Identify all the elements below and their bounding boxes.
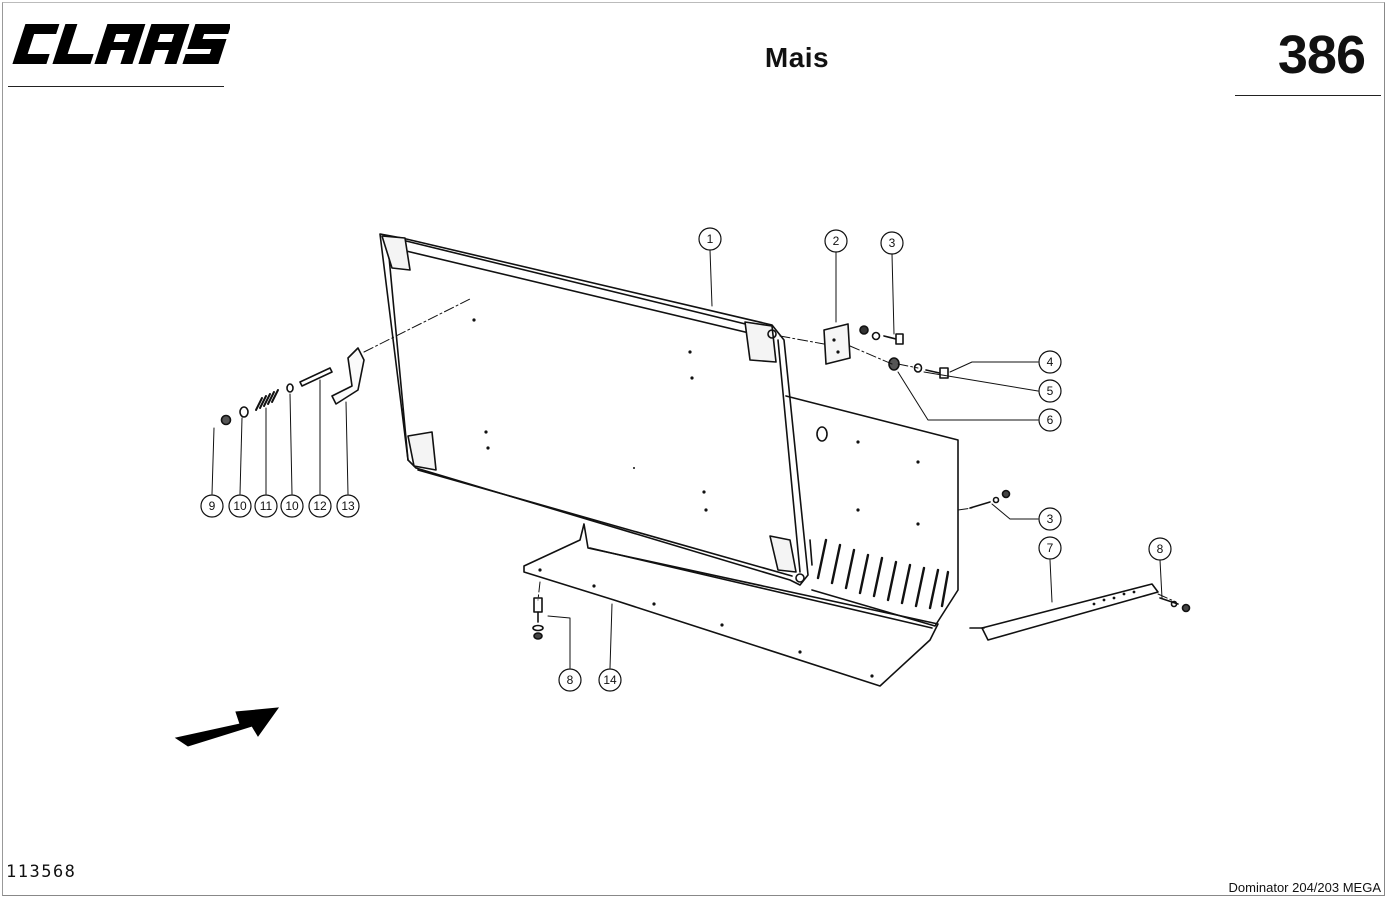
callout-13: 13 [341,499,355,513]
part-bolt-lower [969,489,1011,509]
claas-logo [12,24,230,64]
document-number: 113568 [6,862,77,882]
page-number-rule [1235,95,1381,96]
callout-4: 4 [1047,355,1054,369]
part-spring-assembly [220,347,365,426]
callout-circles [200,227,1172,692]
part-bolt-bottom [532,597,544,640]
callout-5: 5 [1047,384,1054,398]
callout-8-right: 8 [1157,542,1164,556]
assembly-guide-lines [363,297,1177,603]
leader-lines [211,249,1163,669]
callout-14: 14 [603,673,617,687]
callout-8-bottom: 8 [567,673,574,687]
part-scraper-bar [969,583,1159,641]
part-bolt-scraper [1159,597,1191,613]
callout-10-left: 10 [233,499,247,513]
callout-9: 9 [209,499,216,513]
part-rear-panel [785,395,959,627]
logo-rule [8,86,224,87]
callout-1: 1 [707,232,714,246]
callout-3-lower: 3 [1047,512,1054,526]
callout-3-upper: 3 [889,236,896,250]
part-bolt-upper [859,325,904,345]
callout-12: 12 [313,499,327,513]
page-number: 386 [1277,25,1366,85]
callout-10-right: 10 [285,499,299,513]
callout-11: 11 [260,499,273,513]
part-mounting-plate [823,323,851,365]
machine-model: Dominator 204/203 MEGA [1228,880,1381,895]
direction-arrow-icon [174,707,280,747]
callout-7: 7 [1047,541,1054,555]
callout-6: 6 [1047,413,1054,427]
callout-2: 2 [833,234,840,248]
part-bottom-plate [523,523,939,687]
page-title: Mais [764,42,830,73]
part-frame-plate [379,233,809,586]
part-spacer-washer-bolt [888,357,949,379]
